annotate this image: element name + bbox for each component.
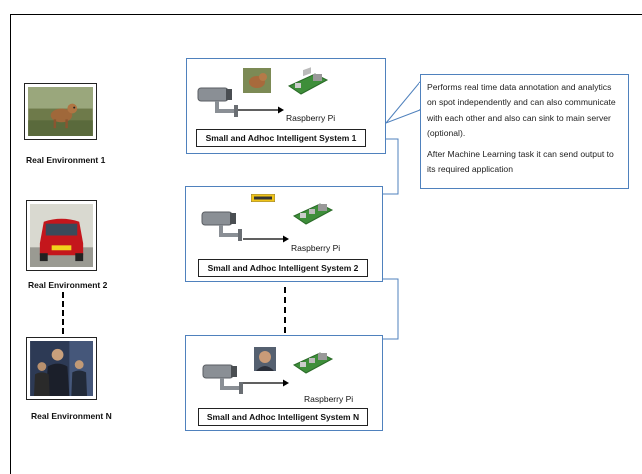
device-label-2: Raspberry Pi <box>291 243 341 253</box>
environment-label-2: Real Environment 2 <box>28 280 108 290</box>
face-thumbnail-icon <box>254 347 276 371</box>
arrow-right-icon <box>243 235 289 243</box>
description-callout: Performs real time data annotation and a… <box>420 74 629 189</box>
environment-photo-2 <box>26 200 97 271</box>
callout-paragraph-2: After Machine Learning task it can send … <box>427 149 614 175</box>
device-label-n: Raspberry Pi <box>304 394 354 404</box>
environment-photo-n <box>26 337 97 400</box>
camera-icon <box>201 361 245 397</box>
arrow-right-icon <box>243 379 289 387</box>
car-photo-icon <box>30 204 93 267</box>
system-title-1: Small and Adhoc Intelligent System 1 <box>196 129 366 147</box>
dog-thumbnail-icon <box>243 68 271 93</box>
people-photo-icon <box>30 341 93 396</box>
device-label-1: Raspberry Pi <box>286 113 336 123</box>
diagram-frame <box>10 14 642 474</box>
raspberry-pi-board-icon <box>287 66 329 98</box>
system-title-2: Small and Adhoc Intelligent System 2 <box>198 259 368 277</box>
raspberry-pi-board-icon <box>292 345 334 377</box>
environment-label-1: Real Environment 1 <box>26 155 106 165</box>
system-title-n: Small and Adhoc Intelligent System N <box>198 408 368 426</box>
license-plate-icon <box>251 194 275 202</box>
camera-icon <box>196 84 240 120</box>
environment-dashed-connector <box>62 292 64 334</box>
arrow-right-icon <box>238 106 284 114</box>
raspberry-pi-board-icon <box>292 196 334 228</box>
callout-paragraph-1: Performs real time data annotation and a… <box>427 82 616 138</box>
system-dashed-connector <box>284 287 286 333</box>
dog-photo-icon <box>28 87 93 136</box>
camera-icon <box>200 208 244 244</box>
environment-label-n: Real Environment N <box>31 411 112 421</box>
environment-photo-1 <box>24 83 97 140</box>
